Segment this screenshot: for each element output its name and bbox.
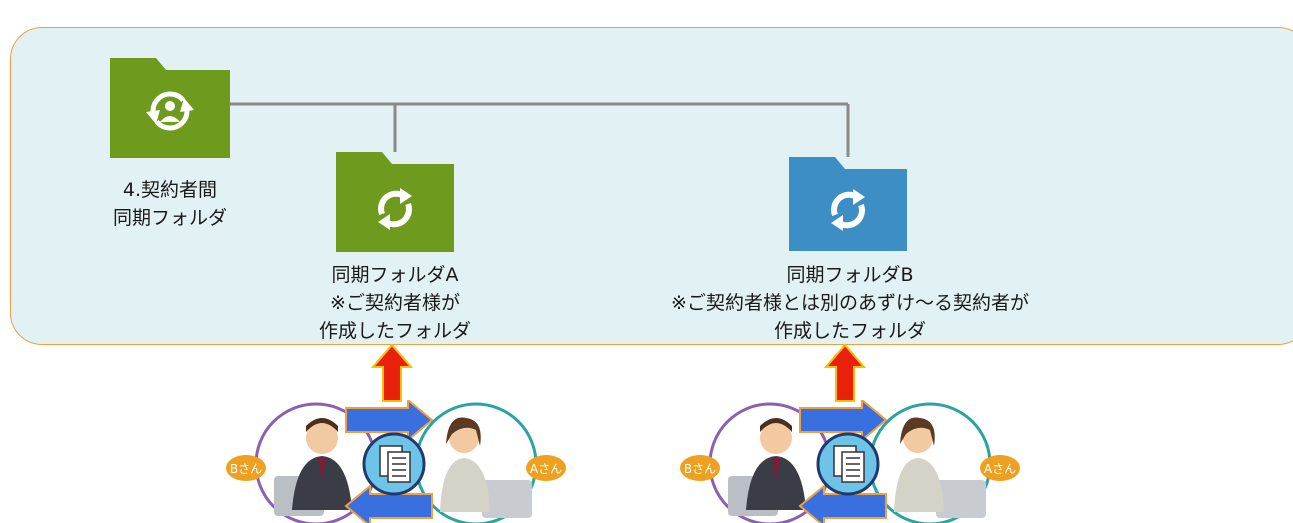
shared-folder-label: 4.契約者間 同期フォルダ <box>112 179 227 229</box>
badge-a: Aさん <box>530 462 562 476</box>
upload-arrow-b <box>824 343 866 402</box>
sync-folder-a-icon <box>336 152 454 252</box>
badge-b: Bさん <box>684 462 716 476</box>
user-sharing-group-2: Bさん Aさん <box>680 400 1020 523</box>
badge-b: Bさん <box>230 462 262 476</box>
folder-b-label: 同期フォルダB ※ご契約者様とは別のあずけ～る契約者が 作成したフォルダ <box>671 264 1029 342</box>
sync-folder-a[interactable] <box>336 152 454 252</box>
shared-sync-folder[interactable] <box>110 58 230 158</box>
sync-folder-b-icon <box>789 157 907 251</box>
badge-a: Aさん <box>984 462 1016 476</box>
shared-sync-folder-icon <box>110 58 230 158</box>
folder-a-label: 同期フォルダA ※ご契約者様が 作成したフォルダ <box>318 264 471 342</box>
upload-arrow-a <box>371 343 413 402</box>
user-sharing-group-1: Bさん Aさん <box>226 400 566 523</box>
sync-folder-b[interactable] <box>789 157 907 251</box>
